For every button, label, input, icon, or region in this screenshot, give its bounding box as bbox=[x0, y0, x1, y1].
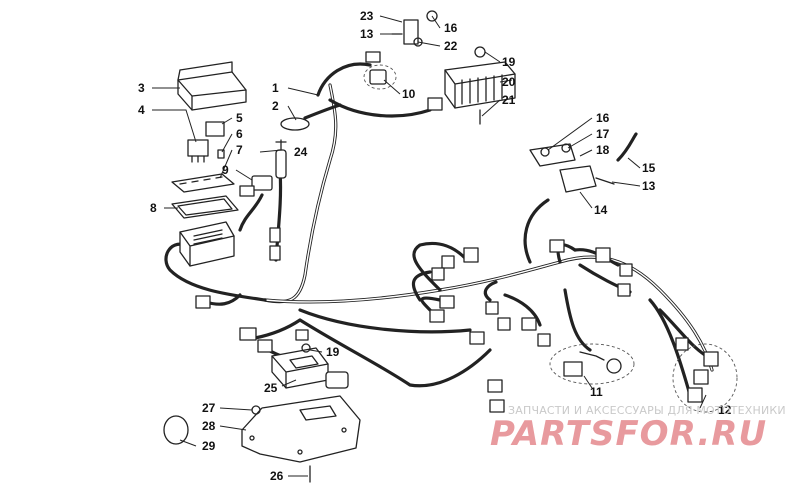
callout-16a: 16 bbox=[444, 21, 458, 35]
sensor-24 bbox=[275, 139, 287, 179]
callout-7: 7 bbox=[236, 143, 243, 157]
connector-group-11 bbox=[549, 343, 635, 385]
harness-clip bbox=[280, 117, 310, 131]
connector-m8 bbox=[521, 317, 537, 331]
callout-28: 28 bbox=[202, 419, 216, 433]
connector-r2 bbox=[595, 247, 611, 263]
connector-inline-b bbox=[269, 245, 281, 261]
callout-27: 27 bbox=[202, 401, 216, 415]
connector-l3 bbox=[257, 339, 273, 353]
callout-3: 3 bbox=[138, 81, 145, 95]
connector-m2 bbox=[441, 255, 455, 269]
washer-19 bbox=[474, 46, 486, 58]
callout-1: 1 bbox=[272, 81, 279, 95]
fuse bbox=[217, 149, 225, 159]
connector-ecu bbox=[325, 371, 349, 389]
connector-r3 bbox=[619, 263, 633, 277]
callout-21: 21 bbox=[502, 93, 516, 107]
relay bbox=[205, 121, 225, 137]
connector-l2 bbox=[239, 327, 257, 341]
connector-9 bbox=[251, 175, 273, 191]
callout-4: 4 bbox=[138, 103, 145, 117]
leader-lines bbox=[152, 15, 707, 477]
fuse-strip bbox=[171, 173, 235, 193]
mounting-plate bbox=[241, 395, 361, 463]
connector-m7 bbox=[497, 317, 511, 331]
callout-15: 15 bbox=[642, 161, 656, 175]
connector-m10 bbox=[469, 331, 485, 345]
callout-9: 9 bbox=[222, 163, 229, 177]
callout-8: 8 bbox=[150, 201, 157, 215]
voltage-regulator bbox=[444, 61, 516, 109]
ecu-module bbox=[271, 347, 329, 389]
connector-l1 bbox=[195, 295, 211, 309]
callout-20: 20 bbox=[502, 75, 516, 89]
callout-25: 25 bbox=[264, 381, 278, 395]
callout-2: 2 bbox=[272, 99, 279, 113]
connector-10 bbox=[363, 64, 397, 90]
connector-top bbox=[365, 51, 381, 63]
connector-r4 bbox=[617, 283, 631, 297]
connector-m3 bbox=[431, 267, 445, 281]
callout-10: 10 bbox=[402, 87, 416, 101]
relay-large bbox=[187, 139, 209, 163]
callout-11: 11 bbox=[590, 385, 603, 399]
callout-14: 14 bbox=[594, 203, 608, 217]
callout-6: 6 bbox=[236, 127, 243, 141]
connector-m1 bbox=[463, 247, 479, 263]
callout-13a: 13 bbox=[360, 27, 374, 41]
connector-m11 bbox=[487, 379, 503, 393]
callout-17: 17 bbox=[596, 127, 610, 141]
watermark-subtitle: ЗАПЧАСТИ И АКСЕССУАРЫ ДЛЯ МОТОТЕХНИКИ bbox=[508, 404, 786, 417]
callout-5: 5 bbox=[236, 111, 243, 125]
connector-l4 bbox=[295, 329, 309, 341]
watermark-brand: PARTSFOR.RU bbox=[490, 414, 768, 454]
callout-22: 22 bbox=[444, 39, 458, 53]
callout-23: 23 bbox=[360, 9, 374, 23]
band-29 bbox=[163, 415, 189, 445]
regulator-connector bbox=[427, 97, 443, 111]
connector-group-12 bbox=[672, 343, 738, 413]
main-harness bbox=[164, 62, 714, 397]
callout-18: 18 bbox=[596, 143, 610, 157]
washer-19b bbox=[301, 343, 311, 353]
callout-19b: 19 bbox=[326, 345, 340, 359]
callout-16b: 16 bbox=[596, 111, 610, 125]
callout-24: 24 bbox=[294, 145, 308, 159]
hose-15 bbox=[616, 132, 638, 162]
callout-19a: 19 bbox=[502, 55, 516, 69]
connector-9b bbox=[239, 185, 255, 197]
nut-27 bbox=[251, 405, 261, 415]
callout-29: 29 bbox=[202, 439, 216, 453]
connector-m9 bbox=[537, 333, 551, 347]
callout-13b: 13 bbox=[642, 179, 656, 193]
fuse-box-base bbox=[171, 195, 239, 219]
bracket-right bbox=[529, 143, 615, 193]
connector-m6 bbox=[485, 301, 499, 315]
connector-r5 bbox=[675, 337, 689, 351]
connector-m4 bbox=[439, 295, 455, 309]
callout-26: 26 bbox=[270, 469, 284, 483]
connector-m5 bbox=[429, 309, 445, 323]
connector-r1 bbox=[549, 239, 565, 253]
callout-labels: 1 2 3 4 5 6 7 8 9 24 10 23 13 16 22 19 2… bbox=[138, 9, 732, 483]
connector-m12 bbox=[489, 399, 505, 413]
connector-inline-a bbox=[269, 227, 281, 243]
fuse-block bbox=[179, 221, 235, 267]
bracket-top bbox=[391, 10, 438, 47]
fuse-box-cover bbox=[177, 61, 247, 111]
callout-12: 12 bbox=[718, 403, 732, 417]
